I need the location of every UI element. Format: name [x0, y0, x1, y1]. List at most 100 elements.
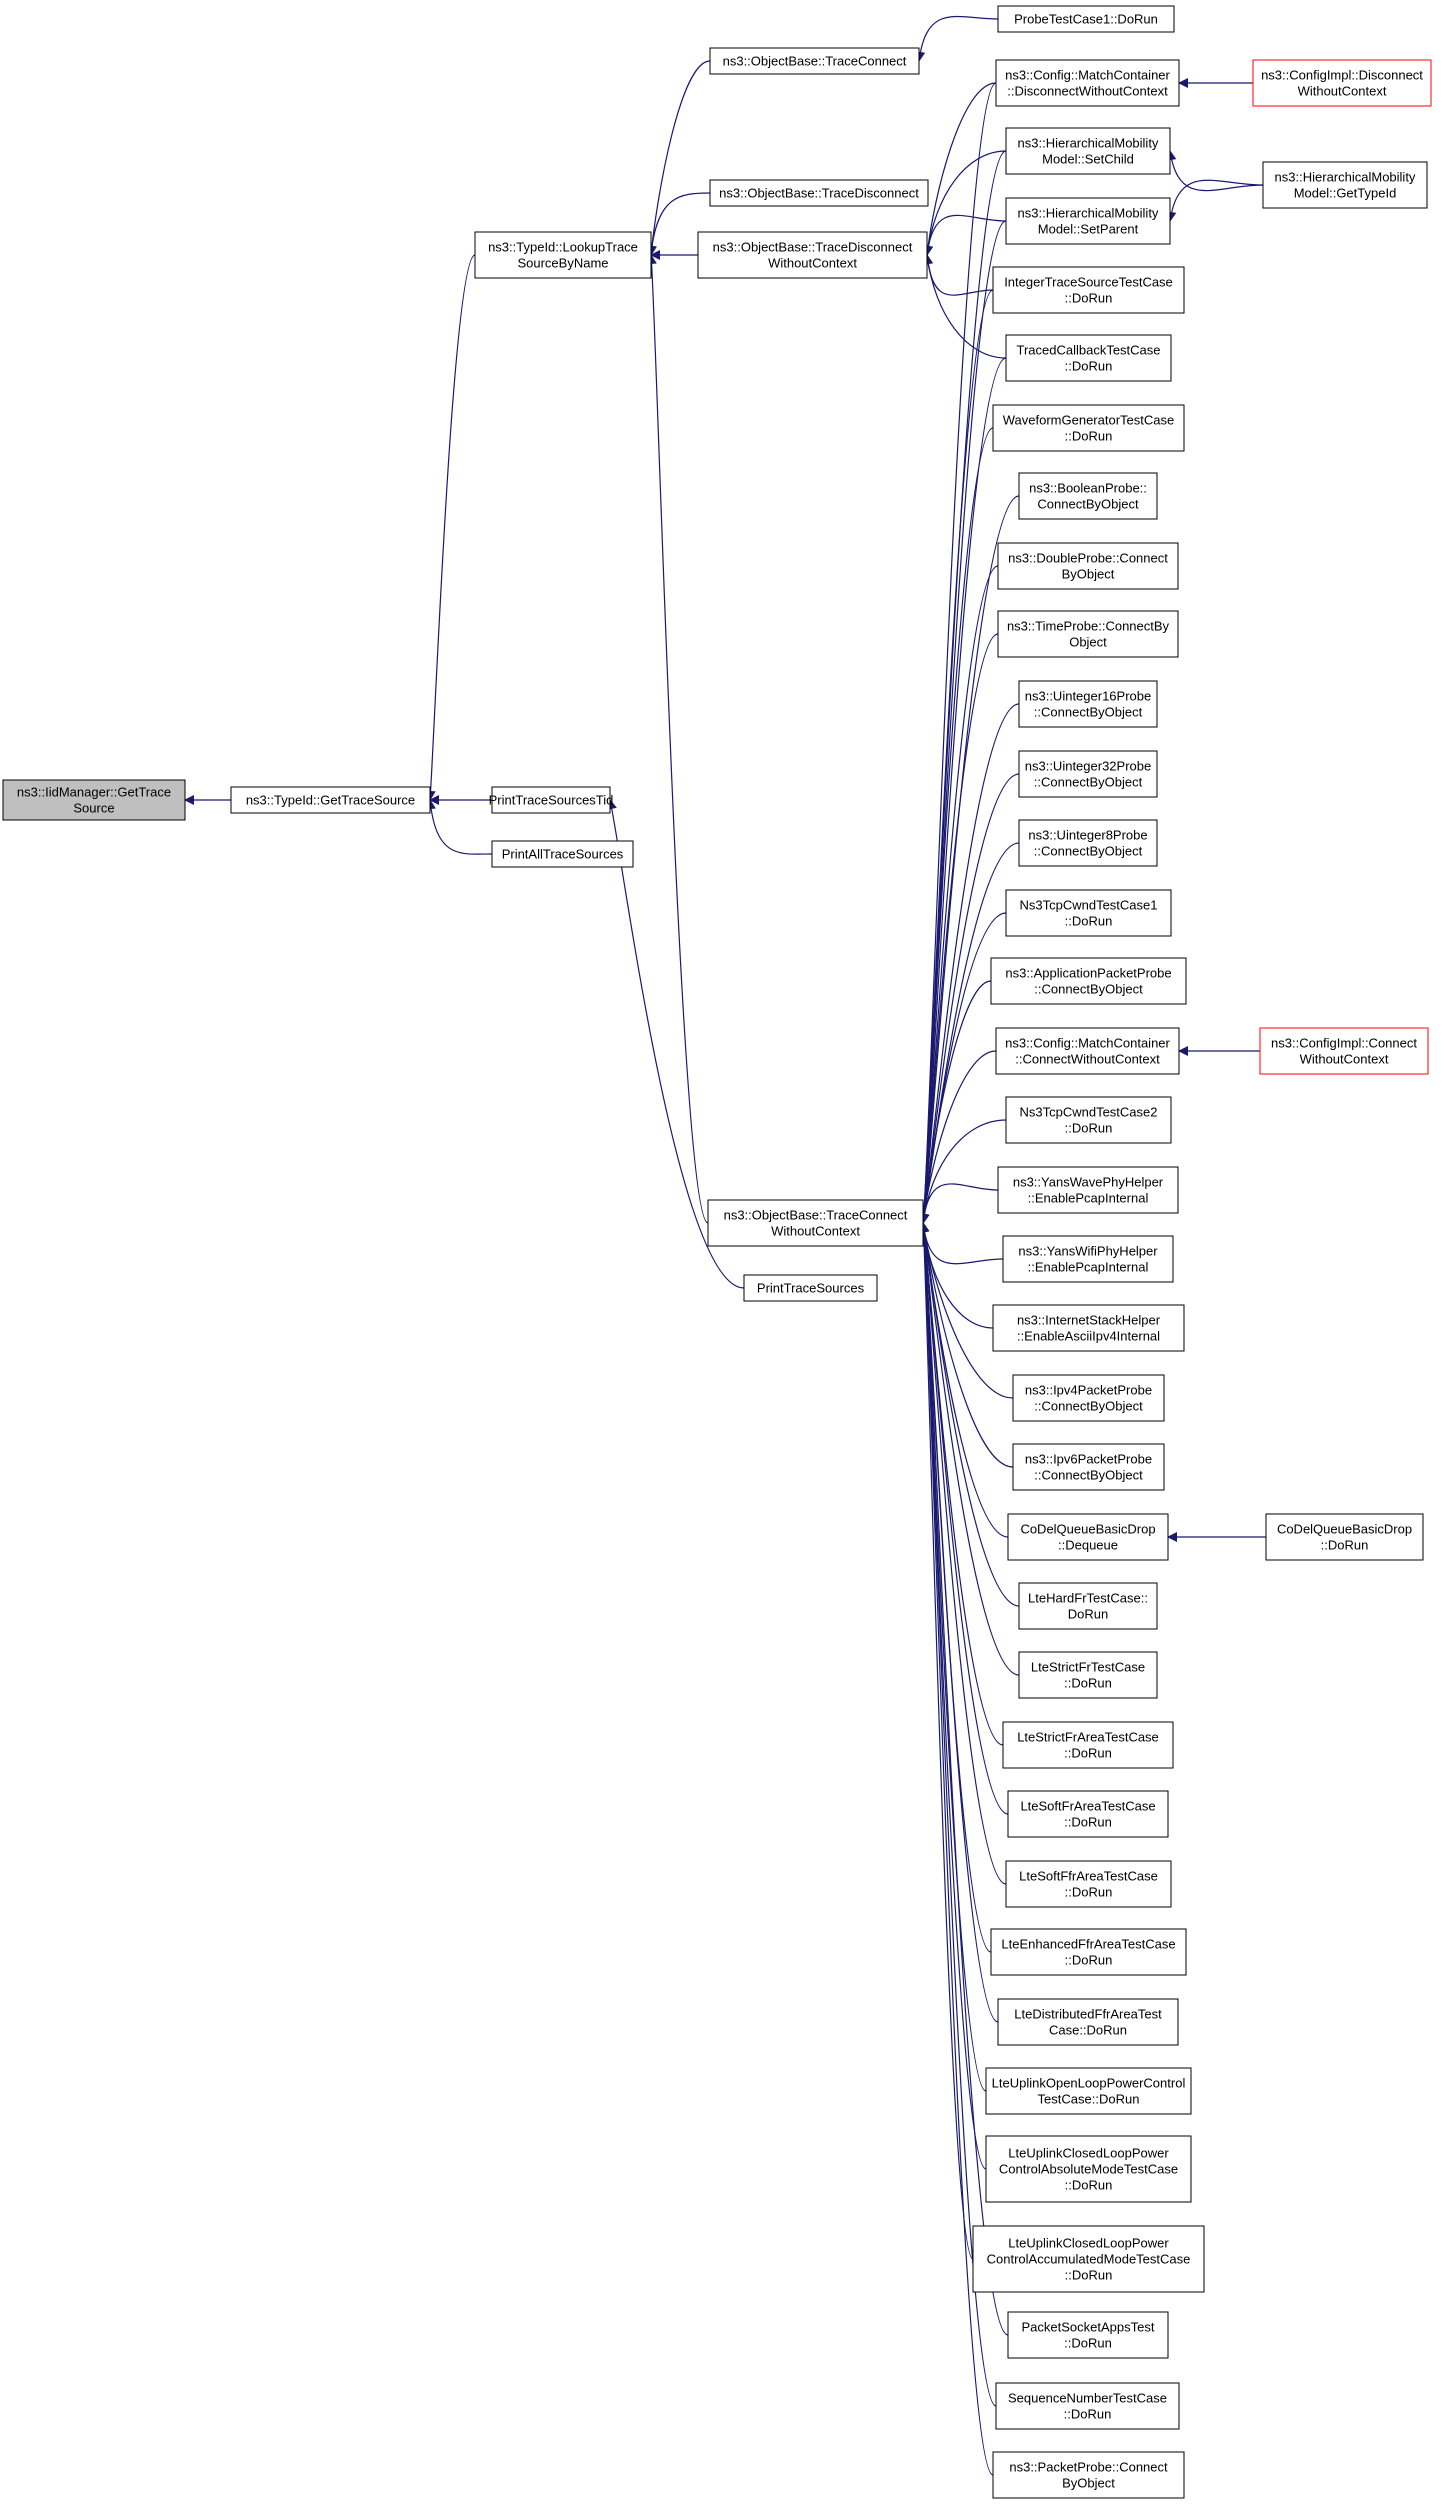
node-u8Probe[interactable]: ns3::Uinteger8Probe::ConnectByObject [1018, 819, 1158, 867]
node-getTraceSource[interactable]: ns3::TypeId::GetTraceSource [230, 786, 431, 814]
node-lteSoftFfrArea[interactable]: LteSoftFfrAreaTestCase::DoRun [1005, 1860, 1172, 1908]
node-label-u16Probe-1: ::ConnectByObject [1034, 705, 1143, 720]
edge-yansWave-to-tcwc [919, 1183, 999, 1224]
node-label-cfgImplDisconnect-0: ns3::ConfigImpl::Disconnect [1261, 68, 1423, 83]
node-lteOpenLoop[interactable]: LteUplinkOpenLoopPowerControlTestCase::D… [985, 2067, 1192, 2115]
node-probeTest[interactable]: ProbeTestCase1::DoRun [997, 5, 1175, 33]
node-label-boolProbe-1: ConnectByObject [1037, 497, 1139, 512]
node-hmSetParent[interactable]: ns3::HierarchicalMobilityModel::SetParen… [1005, 197, 1171, 245]
node-box-traceConnect [709, 47, 920, 75]
node-label-codelDequeue-0: CoDelQueueBasicDrop [1020, 1522, 1155, 1537]
node-box-mcDisconnect [995, 59, 1180, 107]
node-label-inetStack-1: ::EnableAsciiIpv4Internal [1017, 1329, 1160, 1344]
node-label-seqNumber-0: SequenceNumberTestCase [1008, 2391, 1167, 2406]
node-appPacketProbe[interactable]: ns3::ApplicationPacketProbe::ConnectByOb… [990, 957, 1187, 1005]
node-box-lteHardFr [1018, 1582, 1158, 1630]
node-box-lookup [474, 231, 652, 279]
node-printSources[interactable]: PrintTraceSources [743, 1274, 878, 1302]
node-u16Probe[interactable]: ns3::Uinteger16Probe::ConnectByObject [1018, 680, 1158, 728]
node-box-tcpCwnd2 [1005, 1096, 1172, 1144]
edge-mcDisconnect-to-tdwc [923, 82, 997, 256]
node-label-tracedCb-1: ::DoRun [1065, 359, 1113, 374]
node-tdwc[interactable]: ns3::ObjectBase::TraceDisconnectWithoutC… [697, 231, 928, 279]
node-label-cfgImplConnect-1: WithoutContext [1300, 1052, 1389, 1067]
node-waveform[interactable]: WaveformGeneratorTestCase::DoRun [992, 404, 1185, 452]
node-label-cfgImplDisconnect-1: WithoutContext [1298, 84, 1387, 99]
node-label-hmGetTypeId-0: ns3::HierarchicalMobility [1275, 170, 1416, 185]
node-label-lteClosedAcc-2: ::DoRun [1065, 2268, 1113, 2283]
node-label-lteClosedAcc-0: LteUplinkClosedLoopPower [1008, 2236, 1169, 2251]
node-label-u32Probe-1: ::ConnectByObject [1034, 775, 1143, 790]
node-timeProbe[interactable]: ns3::TimeProbe::ConnectByObject [997, 610, 1179, 658]
node-mcConnect[interactable]: ns3::Config::MatchContainer::ConnectWith… [995, 1027, 1180, 1075]
node-printAll[interactable]: PrintAllTraceSources [491, 840, 634, 868]
node-lteStrictFrArea[interactable]: LteStrictFrAreaTestCase::DoRun [1002, 1721, 1174, 1769]
node-label-mcConnect-0: ns3::Config::MatchContainer [1005, 1036, 1170, 1051]
node-box-boolProbe [1018, 472, 1158, 520]
node-label-tracedCb-0: TracedCallbackTestCase [1016, 343, 1160, 358]
node-hmGetTypeId[interactable]: ns3::HierarchicalMobilityModel::GetTypeI… [1262, 161, 1428, 209]
node-box-ipv6Probe [1012, 1443, 1165, 1491]
node-box-waveform [992, 404, 1185, 452]
edge-lookup-to-getTraceSource [425, 254, 476, 801]
node-seqNumber[interactable]: SequenceNumberTestCase::DoRun [995, 2382, 1180, 2430]
node-label-tcwc-1: WithoutContext [771, 1224, 860, 1239]
node-ipv4Probe[interactable]: ns3::Ipv4PacketProbe::ConnectByObject [1012, 1374, 1165, 1422]
edge-waveform-to-tcwc [919, 427, 994, 1224]
node-printTid[interactable]: PrintTraceSourcesTid [489, 786, 614, 814]
node-cfgImplDisconnect[interactable]: ns3::ConfigImpl::DisconnectWithoutContex… [1252, 59, 1432, 107]
node-label-intTrace-0: IntegerTraceSourceTestCase [1004, 275, 1173, 290]
node-ipv6Probe[interactable]: ns3::Ipv6PacketProbe::ConnectByObject [1012, 1443, 1165, 1491]
node-codelDequeue[interactable]: CoDelQueueBasicDrop::Dequeue [1007, 1513, 1169, 1561]
node-tcwc[interactable]: ns3::ObjectBase::TraceConnectWithoutCont… [707, 1199, 924, 1247]
node-lteClosedAcc[interactable]: LteUplinkClosedLoopPowerControlAccumulat… [972, 2225, 1205, 2293]
node-mcDisconnect[interactable]: ns3::Config::MatchContainer::DisconnectW… [995, 59, 1180, 107]
node-lteHardFr[interactable]: LteHardFrTestCase::DoRun [1018, 1582, 1158, 1630]
node-yansWifi[interactable]: ns3::YansWifiPhyHelper::EnablePcapIntern… [1002, 1235, 1174, 1283]
node-doubleProbe[interactable]: ns3::DoubleProbe::ConnectByObject [997, 542, 1179, 590]
node-codelDoRun[interactable]: CoDelQueueBasicDrop::DoRun [1265, 1513, 1424, 1561]
node-lteSoftFrArea[interactable]: LteSoftFrAreaTestCase::DoRun [1007, 1790, 1169, 1838]
node-label-hmSetChild-0: ns3::HierarchicalMobility [1018, 136, 1159, 151]
node-u32Probe[interactable]: ns3::Uinteger32Probe::ConnectByObject [1018, 750, 1158, 798]
node-packetSocket[interactable]: PacketSocketAppsTest::DoRun [1007, 2311, 1169, 2359]
node-traceDisconnect[interactable]: ns3::ObjectBase::TraceDisconnect [709, 179, 929, 207]
node-cfgImplConnect[interactable]: ns3::ConfigImpl::ConnectWithoutContext [1259, 1027, 1429, 1075]
node-boolProbe[interactable]: ns3::BooleanProbe::ConnectByObject [1018, 472, 1158, 520]
node-lteEnhanced[interactable]: LteEnhancedFfrAreaTestCase::DoRun [990, 1928, 1187, 1976]
node-label-waveform-1: ::DoRun [1065, 429, 1113, 444]
node-label-lteHardFr-0: LteHardFrTestCase:: [1028, 1591, 1148, 1606]
node-box-probeTest [997, 5, 1175, 33]
node-label-inetStack-0: ns3::InternetStackHelper [1017, 1313, 1161, 1328]
node-traceConnect[interactable]: ns3::ObjectBase::TraceConnect [709, 47, 920, 75]
node-label-lteClosedAbs-1: ControlAbsoluteModeTestCase [999, 2162, 1178, 2177]
node-lteClosedAbs[interactable]: LteUplinkClosedLoopPowerControlAbsoluteM… [985, 2135, 1192, 2203]
node-tcpCwnd1[interactable]: Ns3TcpCwndTestCase1::DoRun [1005, 889, 1172, 937]
edge-tracedCb-to-tcwc [919, 357, 1007, 1224]
node-intTrace[interactable]: IntegerTraceSourceTestCase::DoRun [992, 266, 1185, 314]
node-label-doubleProbe-0: ns3::DoubleProbe::Connect [1008, 551, 1168, 566]
node-label-hmGetTypeId-1: Model::GetTypeId [1294, 186, 1397, 201]
node-box-inetStack [992, 1304, 1185, 1352]
node-lteStrictFr[interactable]: LteStrictFrTestCase::DoRun [1018, 1651, 1158, 1699]
node-box-lteDistributed [997, 1998, 1179, 2046]
node-label-yansWave-1: ::EnablePcapInternal [1028, 1191, 1149, 1206]
node-packetProbe[interactable]: ns3::PacketProbe::ConnectByObject [992, 2451, 1185, 2499]
node-box-traceDisconnect [709, 179, 929, 207]
node-tcpCwnd2[interactable]: Ns3TcpCwndTestCase2::DoRun [1005, 1096, 1172, 1144]
node-box-root [2, 779, 186, 821]
node-tracedCb[interactable]: TracedCallbackTestCase::DoRun [1005, 334, 1172, 382]
node-label-getTraceSource-0: ns3::TypeId::GetTraceSource [246, 793, 415, 808]
node-box-cfgImplDisconnect [1252, 59, 1432, 107]
edge-packetProbe-to-tcwc [919, 1222, 994, 2476]
node-label-doubleProbe-1: ByObject [1062, 567, 1115, 582]
node-yansWave[interactable]: ns3::YansWavePhyHelper::EnablePcapIntern… [997, 1166, 1179, 1214]
node-label-lteHardFr-1: DoRun [1068, 1607, 1108, 1622]
node-root: ns3::IidManager::GetTraceSource [2, 779, 186, 821]
node-label-lteClosedAbs-2: ::DoRun [1065, 2178, 1113, 2193]
node-inetStack[interactable]: ns3::InternetStackHelper::EnableAsciiIpv… [992, 1304, 1185, 1352]
edge-hmGetTypeId-to-hmSetChild [1166, 150, 1264, 192]
